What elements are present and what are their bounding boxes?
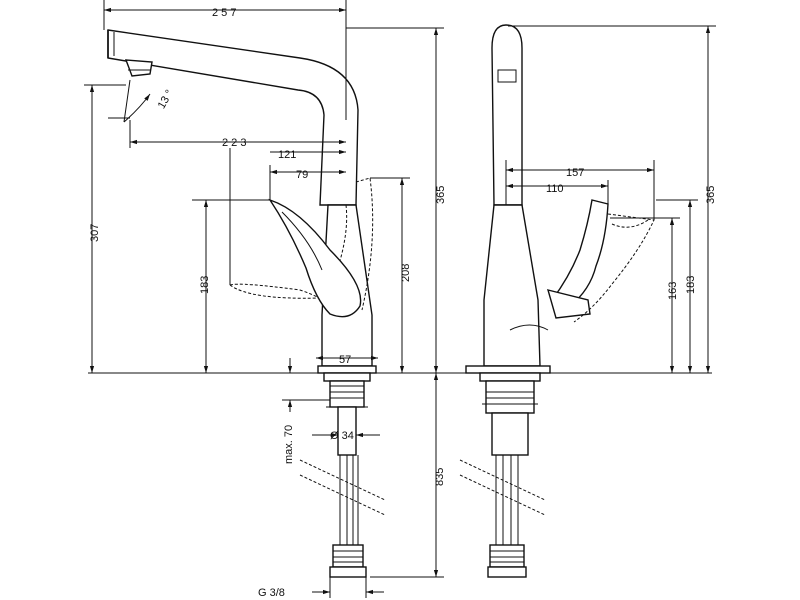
right-view-faucet [465, 24, 655, 382]
dim-57: 57 [339, 354, 351, 366]
dim-163: 163 [667, 282, 679, 300]
dim-diameter-34: Ø 34 [330, 430, 354, 442]
dim-307: 307 [89, 224, 101, 242]
right-view-mounting [459, 380, 546, 578]
left-dimensions: 2 5 7 13 ° 2 2 3 121 79 307 183 208 [84, 0, 447, 599]
dim-thread: G 3/8 [258, 587, 285, 599]
dim-223: 2 2 3 [222, 137, 246, 149]
dim-183: 183 [199, 276, 211, 294]
left-view-faucet [107, 29, 377, 382]
left-view-mounting [299, 380, 386, 578]
dim-max-70: max. 70 [283, 425, 295, 464]
dim-365: 365 [435, 186, 447, 204]
dim-257: 2 5 7 [212, 7, 236, 19]
dim-121: 121 [278, 149, 296, 161]
dim-835: 835 [434, 468, 446, 486]
right-dimensions: 157 110 163 183 365 [505, 25, 717, 373]
dim-angle-13: 13 ° [156, 88, 176, 111]
dim-208: 208 [400, 264, 412, 282]
dim-110: 110 [546, 183, 564, 195]
dim-79: 79 [296, 169, 308, 181]
dim-157: 157 [566, 167, 584, 179]
dim-365-right: 365 [705, 186, 717, 204]
dim-183-right: 183 [685, 276, 697, 294]
